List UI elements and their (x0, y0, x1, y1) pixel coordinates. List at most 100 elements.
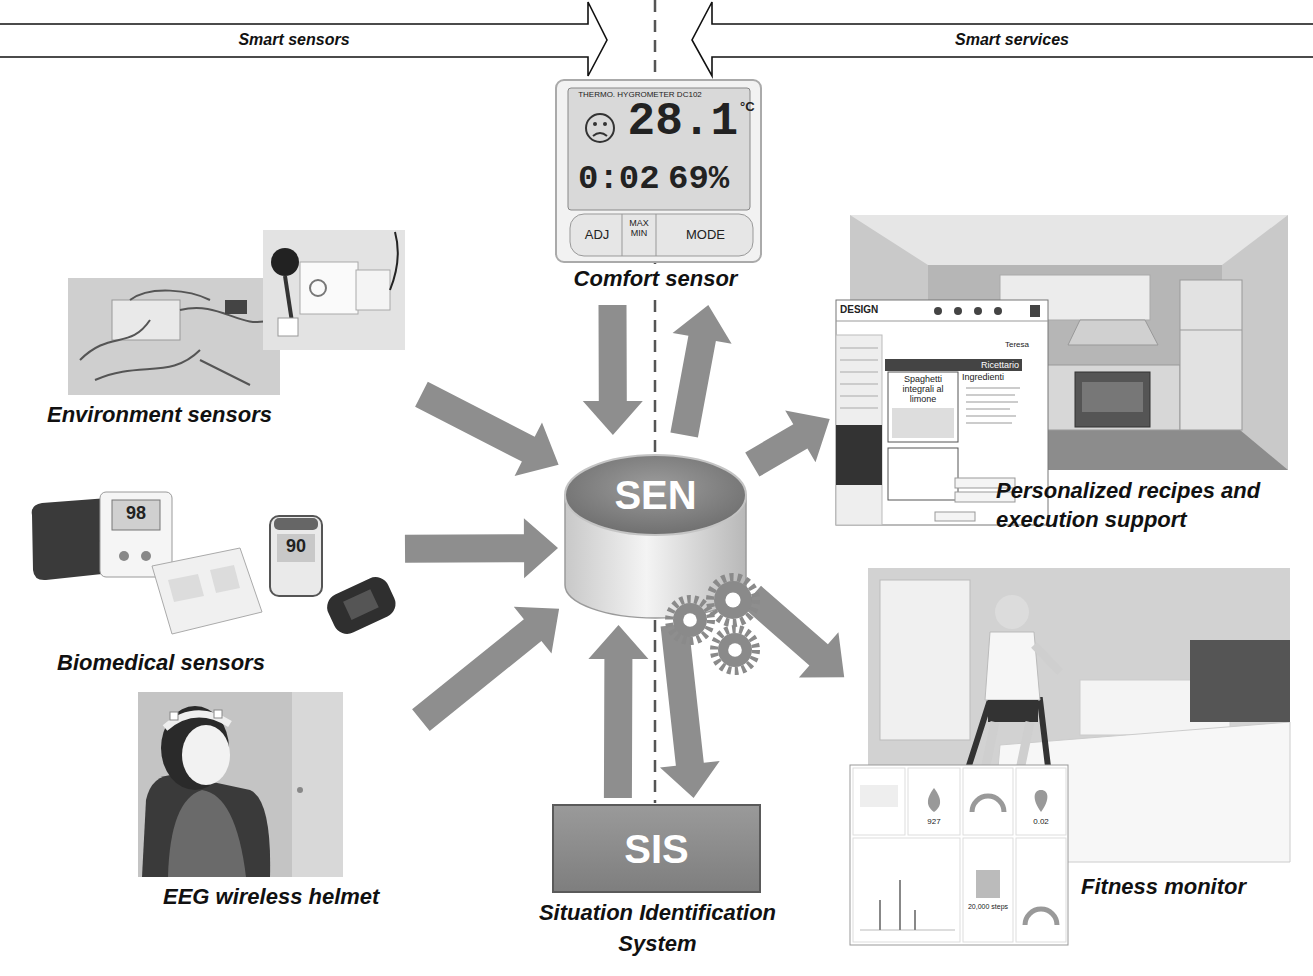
fitness-dashboard-part (899, 880, 901, 930)
thermometer-picture-part (586, 114, 614, 142)
bedroom-photo-part (1190, 640, 1290, 722)
fitness-dashboard-part (972, 796, 1004, 812)
node-caption: Situation Identification System (505, 897, 810, 959)
biomedical-sensors-picture-part (323, 573, 401, 639)
recipe-app-screenshot-part (966, 423, 1012, 424)
recipe-app-screenshot-part (892, 408, 954, 438)
fitness-dashboard-part (860, 930, 955, 931)
recipe-app-screenshot-part (840, 360, 878, 361)
thermometer-picture-part (593, 122, 597, 126)
biomedical-sensors-picture-part (168, 574, 204, 602)
environment-sensors-picture-part (356, 270, 390, 310)
bedroom-photo-part (988, 700, 1038, 722)
fitness-dashboard-part (963, 838, 1013, 942)
block-arrow (670, 305, 731, 438)
recipe-app-screenshot-part (954, 307, 962, 315)
recipe-app-screenshot-part (994, 307, 1002, 315)
thermometer-picture-part (622, 214, 623, 256)
biomedical-sensors-picture-part (210, 565, 240, 593)
eeg-helmet: EEG wireless helmet (135, 690, 417, 912)
recipe-app-screenshot-part (1030, 305, 1040, 317)
biomedical-sensors-picture (32, 492, 400, 638)
picture-label: 90 (277, 537, 315, 557)
database-cylinder-part (714, 629, 756, 671)
kitchen-picture-part (850, 215, 1288, 265)
node-caption: Biomedical sensors (57, 648, 377, 677)
bedroom-photo-part (985, 632, 1040, 700)
kitchen-picture-part (1180, 330, 1242, 331)
fitness-dashboard-part (879, 900, 881, 930)
recipe-app-screenshot-part (934, 307, 942, 315)
fitness-dashboard-part (860, 785, 898, 807)
biomedical-sensors-picture-part (152, 548, 262, 634)
thermometer-picture-part (656, 214, 657, 256)
picture-label: Ricettario (885, 359, 1019, 371)
database-cylinder-part (669, 599, 711, 641)
environment-sensors-picture-part (68, 278, 280, 395)
biomedical-sensors-picture-part (112, 500, 160, 530)
node-caption: Comfort sensor (548, 264, 763, 293)
biomedical-sensors-picture-part (274, 518, 318, 530)
kitchen-picture-part (1075, 372, 1150, 427)
picture-label: Teresa (1005, 341, 1029, 350)
fitness-dashboard-part (914, 910, 916, 930)
recipe-app-screenshot-part (836, 335, 882, 525)
sis-box: SIS Situation Identification System (505, 803, 810, 975)
picture-label: 0:02 (578, 161, 660, 198)
picture-label: DESIGN (840, 304, 878, 315)
recipe-app-screenshot-part (966, 395, 1015, 396)
environment-sensors-picture-part (278, 318, 298, 336)
recipe-app-screenshot-part (966, 402, 1018, 403)
environment-sensors-picture-part (285, 276, 292, 322)
kitchen-picture-part (1082, 382, 1143, 412)
eeg-photo (138, 692, 343, 877)
fitness-dashboard-part (908, 768, 960, 835)
picture-label: MODE (658, 228, 753, 242)
database-cylinder-part (683, 613, 697, 627)
node-caption: Fitness monitor (1081, 872, 1293, 901)
block-arrow (415, 382, 558, 476)
thermometer-picture-part (603, 122, 607, 126)
picture-label: 28.1 (626, 97, 738, 148)
bedroom-photo-part (880, 580, 970, 740)
biomedical-sensors-picture-part (270, 516, 322, 596)
biomedical-sensors-picture-part (277, 534, 315, 562)
fitness-dashboard-part (1016, 768, 1066, 835)
database-cylinder-part (725, 592, 740, 607)
database-cylinder-part (710, 577, 756, 623)
fitness-dashboard-part (976, 870, 1000, 898)
picture-label: 0.02 (1016, 818, 1066, 827)
environment-sensors-picture-part (271, 248, 299, 276)
kitchen-picture-part (1068, 320, 1158, 345)
recipe-app-screenshot-part (935, 512, 975, 521)
node-caption: Smart services (712, 25, 1312, 55)
recipe-app-screenshot-part (966, 416, 1016, 417)
recipe-app-screenshot-part (974, 307, 982, 315)
database-cylinder (563, 440, 748, 620)
band-arrow-outline-part (0, 2, 607, 76)
eeg-photo-part (297, 787, 303, 793)
environment-sensors-picture-part (263, 230, 405, 350)
picture-label: 98 (112, 504, 160, 524)
block-arrow (583, 305, 643, 435)
database-cylinder-part (673, 603, 707, 637)
database-cylinder-part (714, 581, 752, 619)
bedroom-photo (868, 568, 1290, 862)
eeg-photo-part (170, 712, 178, 720)
environment-sensors-picture-part (300, 262, 358, 314)
picture-label: 927 (908, 818, 960, 827)
environment-sensors-picture-part (80, 291, 270, 385)
fitness-dashboard-part (928, 788, 940, 812)
environment-sensors-picture-part (112, 300, 180, 340)
eeg-photo-part (182, 725, 230, 785)
environment-sensors-picture-part (225, 300, 247, 314)
environment-sensors-picture-part (310, 280, 326, 296)
environment-sensors: Environment sensors (45, 228, 417, 433)
recipe-app-screenshot-part (966, 388, 1020, 389)
node-caption: Smart sensors (0, 25, 588, 55)
fitness-dashboard-part (963, 768, 1013, 835)
block-arrow (745, 410, 830, 476)
block-arrow (588, 625, 648, 798)
node-title: SIS (553, 826, 760, 872)
thermometer-picture-part (556, 80, 761, 262)
